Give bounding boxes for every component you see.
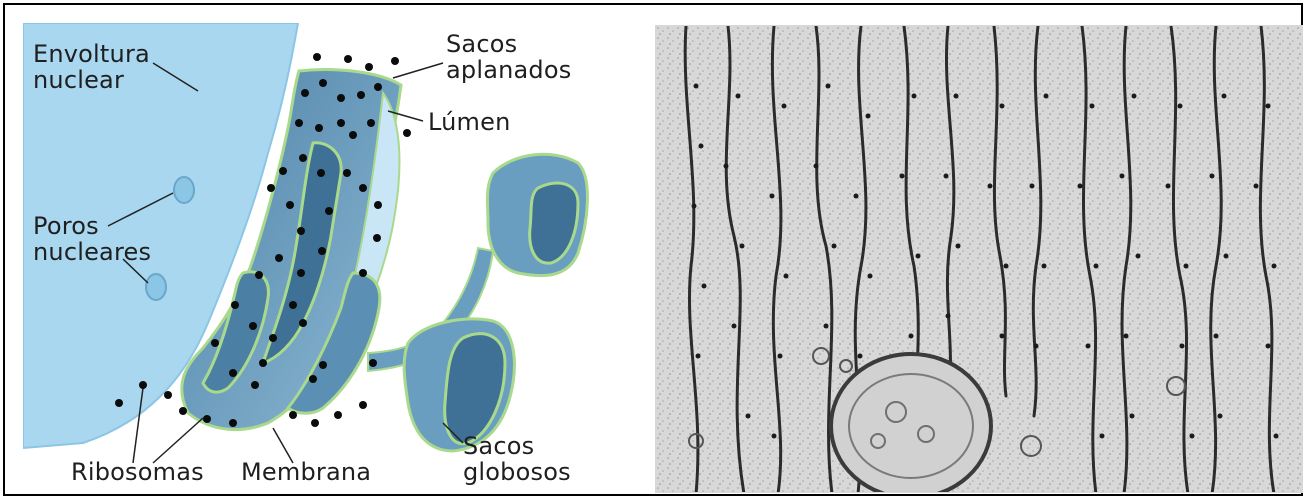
label-sacos-globosos-line2: globosos: [463, 459, 571, 485]
micrograph-image: [656, 26, 1303, 493]
label-sacos-aplanados-line2: aplanados: [446, 57, 571, 83]
nuclear-pore-2: [146, 274, 166, 300]
label-envoltura-line1: Envoltura: [33, 41, 150, 67]
figure-frame: Envoltura nuclear Sacos aplanados Lúmen …: [3, 3, 1303, 496]
organelle-round: [831, 354, 991, 493]
label-sacos-aplanados-line1: Sacos: [446, 31, 517, 57]
label-lumen: Lúmen: [428, 109, 511, 135]
label-sacos-globosos-line1: Sacos: [463, 433, 534, 459]
label-poros-line1: Poros: [33, 213, 99, 239]
label-envoltura-line2: nuclear: [33, 67, 124, 93]
nuclear-pore-1: [174, 177, 194, 203]
electron-micrograph: [655, 25, 1303, 493]
label-poros-line2: nucleares: [33, 239, 151, 265]
rer-diagram: Envoltura nuclear Sacos aplanados Lúmen …: [23, 23, 623, 493]
label-membrana: Membrana: [241, 459, 371, 485]
label-ribosomas: Ribosomas: [71, 459, 204, 485]
